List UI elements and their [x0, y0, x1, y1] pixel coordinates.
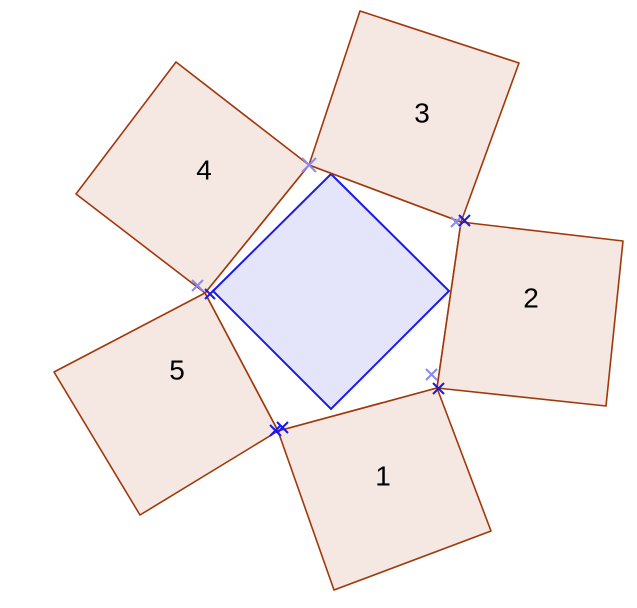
outer-square-1	[277, 387, 492, 591]
tick-mark-right-upper	[450, 214, 471, 228]
square-label-4: 4	[196, 154, 212, 185]
tick-marks	[191, 157, 471, 437]
center-square	[211, 172, 451, 411]
tick-mark-bottom	[269, 421, 289, 437]
square-label-1: 1	[375, 460, 391, 491]
outer-square-3	[308, 10, 520, 223]
square-label-5: 5	[169, 354, 185, 385]
outer-square-5	[53, 292, 279, 516]
tick-mark-top	[301, 157, 317, 173]
tick-mark-right-lower	[425, 368, 445, 395]
outer-square-2	[436, 221, 624, 407]
square-label-2: 2	[523, 282, 539, 313]
square-label-3: 3	[414, 97, 430, 128]
tick-mark-left	[191, 279, 216, 300]
